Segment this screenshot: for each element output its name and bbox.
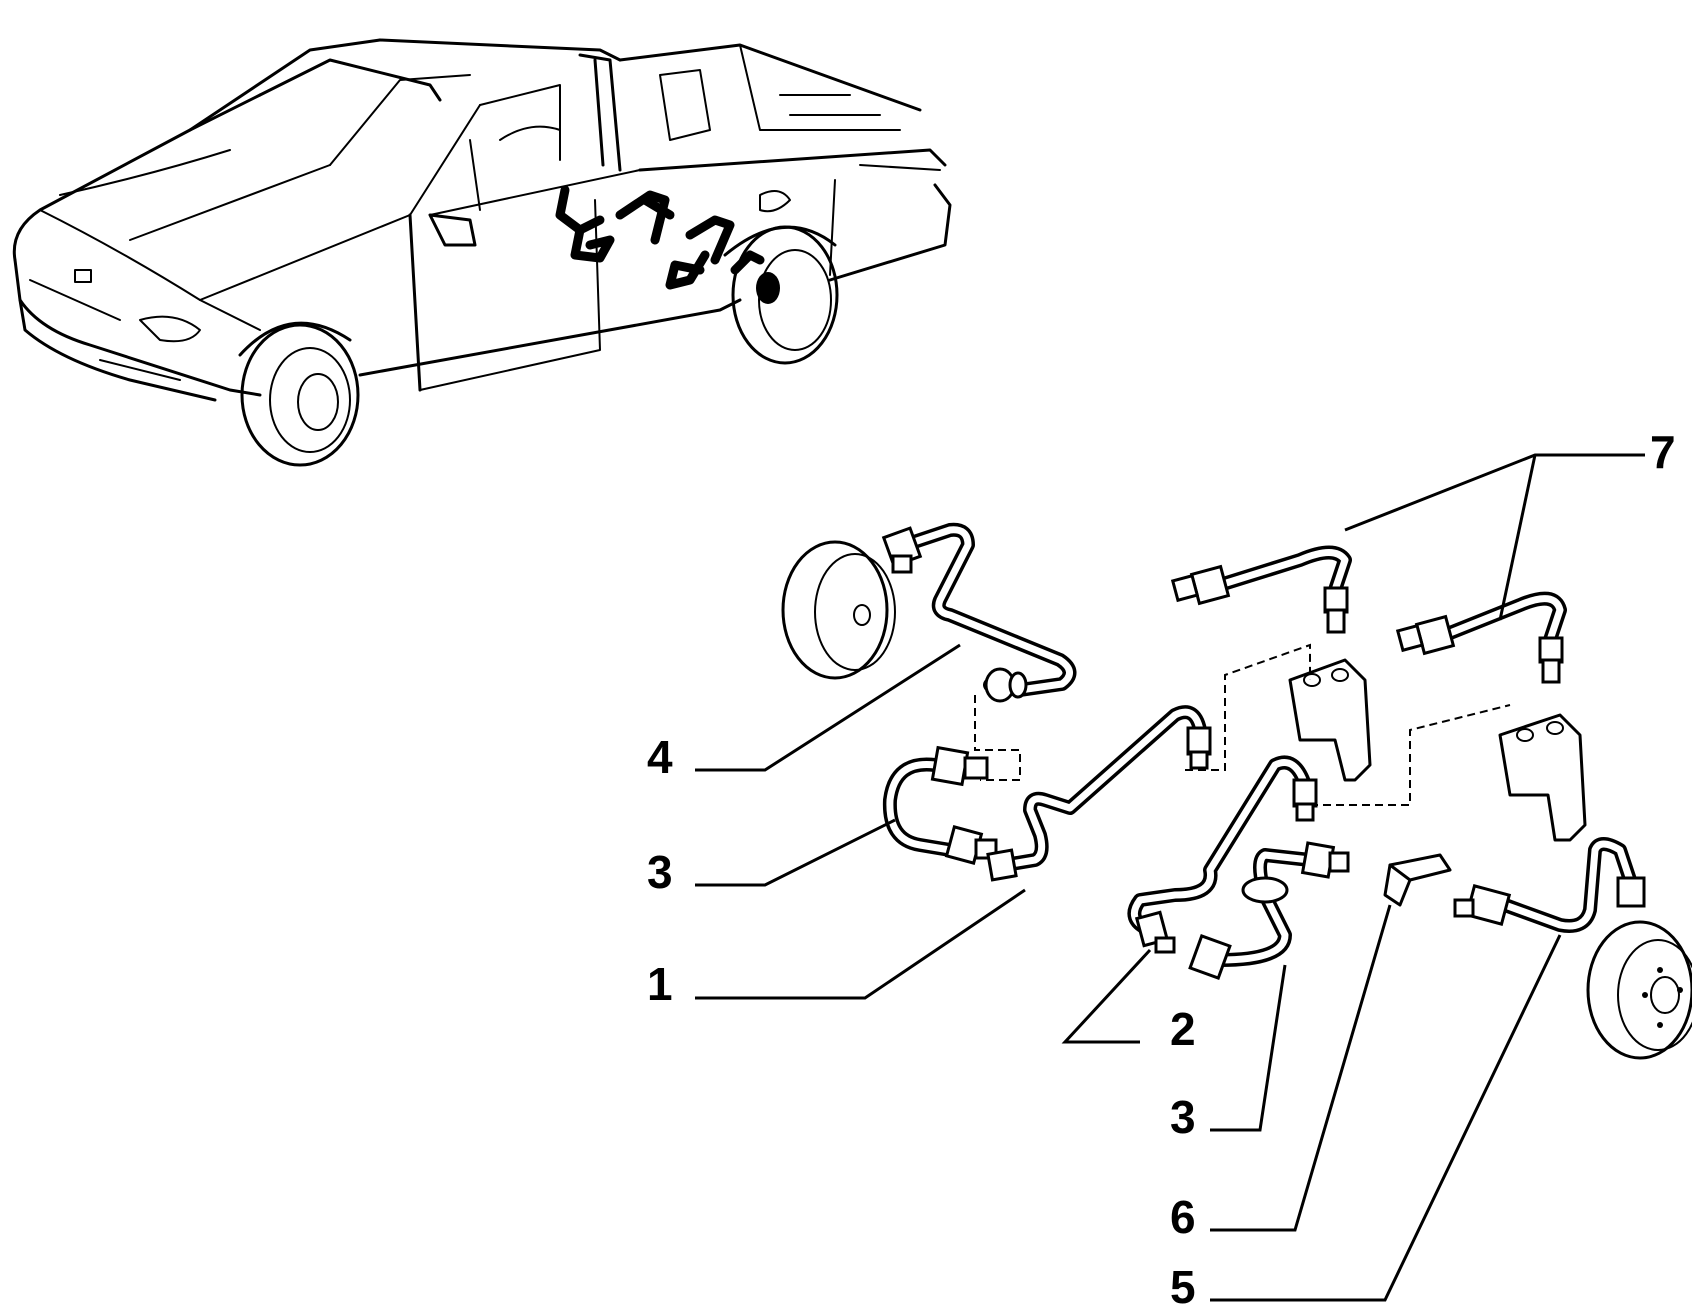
part-5-rear-brake-pipe: [1453, 837, 1692, 1060]
callout-3-upper: 3: [647, 846, 673, 898]
brake-drum-left: [781, 540, 896, 680]
rear-wheel: [723, 225, 839, 365]
part-3-lower-hose: [1188, 841, 1350, 981]
front-wheel: [238, 321, 360, 467]
callout-7: 7: [1650, 426, 1676, 478]
part-2-brake-pipe: [1127, 755, 1318, 954]
pickup-truck-body: [12, 38, 952, 397]
callout-numbers: 7 4 3 1 2 3 6 5: [647, 426, 1676, 1306]
part-1-brake-pipe: [986, 705, 1212, 882]
callout-4: 4: [647, 731, 673, 783]
callout-5: 5: [1170, 1261, 1196, 1306]
part-7-brake-pipes: [1170, 545, 1567, 684]
brake-valve-upper: [1288, 658, 1372, 782]
callout-1: 1: [647, 958, 673, 1010]
part-3-upper-hose: [882, 745, 998, 865]
brake-drum-right: [1586, 920, 1692, 1060]
callout-leader-lines: [695, 453, 1645, 1302]
callout-3-lower: 3: [1170, 1091, 1196, 1143]
vehicle-overview-illustration: [12, 38, 952, 467]
part-6-clip: [1383, 853, 1452, 907]
callout-6: 6: [1170, 1191, 1196, 1243]
highlighted-brake-lines: [555, 185, 780, 304]
front-bumper: [18, 279, 217, 402]
part-4-front-left-brake-pipe: [781, 522, 1077, 703]
callout-2: 2: [1170, 1003, 1196, 1055]
brake-valve-lower: [1498, 713, 1587, 842]
